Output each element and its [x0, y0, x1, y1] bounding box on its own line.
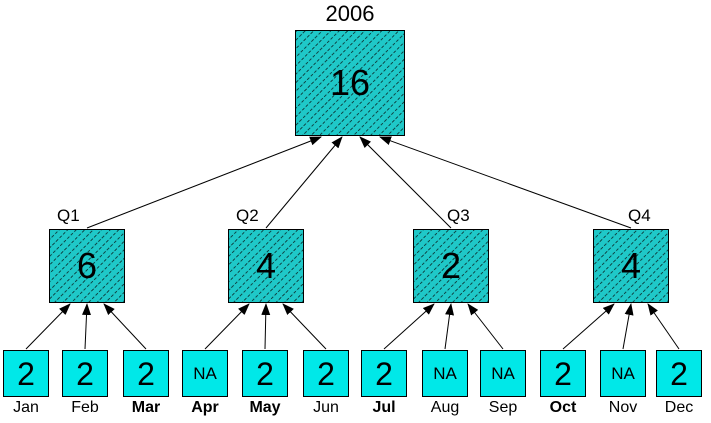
month-node-oct: 2 — [540, 350, 586, 397]
edge-nov-q4 — [622, 303, 634, 350]
quarter-node-q3: 2 — [413, 229, 489, 303]
month-label-may: May — [249, 399, 281, 416]
month-label-jan: Jan — [13, 399, 39, 416]
quarter-label-q3: Q3 — [447, 206, 470, 225]
quarter-label-q1: Q1 — [57, 206, 80, 225]
month-node-jul: 2 — [361, 350, 407, 397]
year-label: 2006 — [325, 1, 375, 26]
month-label-jul: Jul — [372, 399, 396, 416]
quarter-label-q2: Q2 — [236, 206, 259, 225]
edge-jun-q2 — [282, 303, 327, 350]
month-node-aug: NA — [422, 350, 468, 397]
month-node-dec: 2 — [656, 350, 702, 397]
month-label-oct: Oct — [549, 399, 577, 416]
edge-q3-root — [359, 136, 452, 229]
edge-feb-q1 — [82, 303, 92, 350]
month-label-nov: Nov — [608, 399, 638, 416]
edge-mar-q1 — [103, 303, 147, 350]
month-label-jun: Jun — [313, 399, 339, 416]
month-label-feb: Feb — [71, 399, 99, 416]
month-node-may: 2 — [242, 350, 288, 397]
quarter-node-q2: 4 — [228, 229, 304, 303]
edge-q4-root — [379, 136, 632, 229]
month-node-nov: NA — [600, 350, 646, 397]
edge-dec-q4 — [647, 303, 680, 350]
edge-aug-q3 — [444, 303, 455, 350]
edge-jul-q3 — [383, 303, 435, 350]
month-node-jan: 2 — [3, 350, 49, 397]
edge-q2-root — [265, 136, 343, 229]
quarter-node-q4: 4 — [593, 229, 669, 303]
month-node-jun: 2 — [303, 350, 349, 397]
month-node-sep: NA — [480, 350, 526, 397]
month-label-apr: Apr — [191, 399, 219, 416]
month-label-aug: Aug — [430, 399, 460, 416]
edge-jan-q1 — [25, 303, 71, 350]
quarter-label-q4: Q4 — [628, 206, 651, 225]
edge-sep-q3 — [467, 303, 504, 350]
edge-oct-q4 — [562, 303, 615, 350]
month-node-mar: 2 — [123, 350, 169, 397]
quarter-node-q1: 6 — [49, 229, 125, 303]
month-node-apr: NA — [182, 350, 228, 397]
edge-apr-q2 — [204, 303, 250, 350]
month-label-sep: Sep — [488, 399, 518, 416]
year-node: 16 — [295, 30, 405, 136]
month-label-mar: Mar — [131, 399, 161, 416]
month-node-feb: 2 — [62, 350, 108, 397]
edge-may-q2 — [261, 303, 271, 350]
edge-q1-root — [86, 136, 322, 229]
month-label-dec: Dec — [664, 399, 694, 416]
